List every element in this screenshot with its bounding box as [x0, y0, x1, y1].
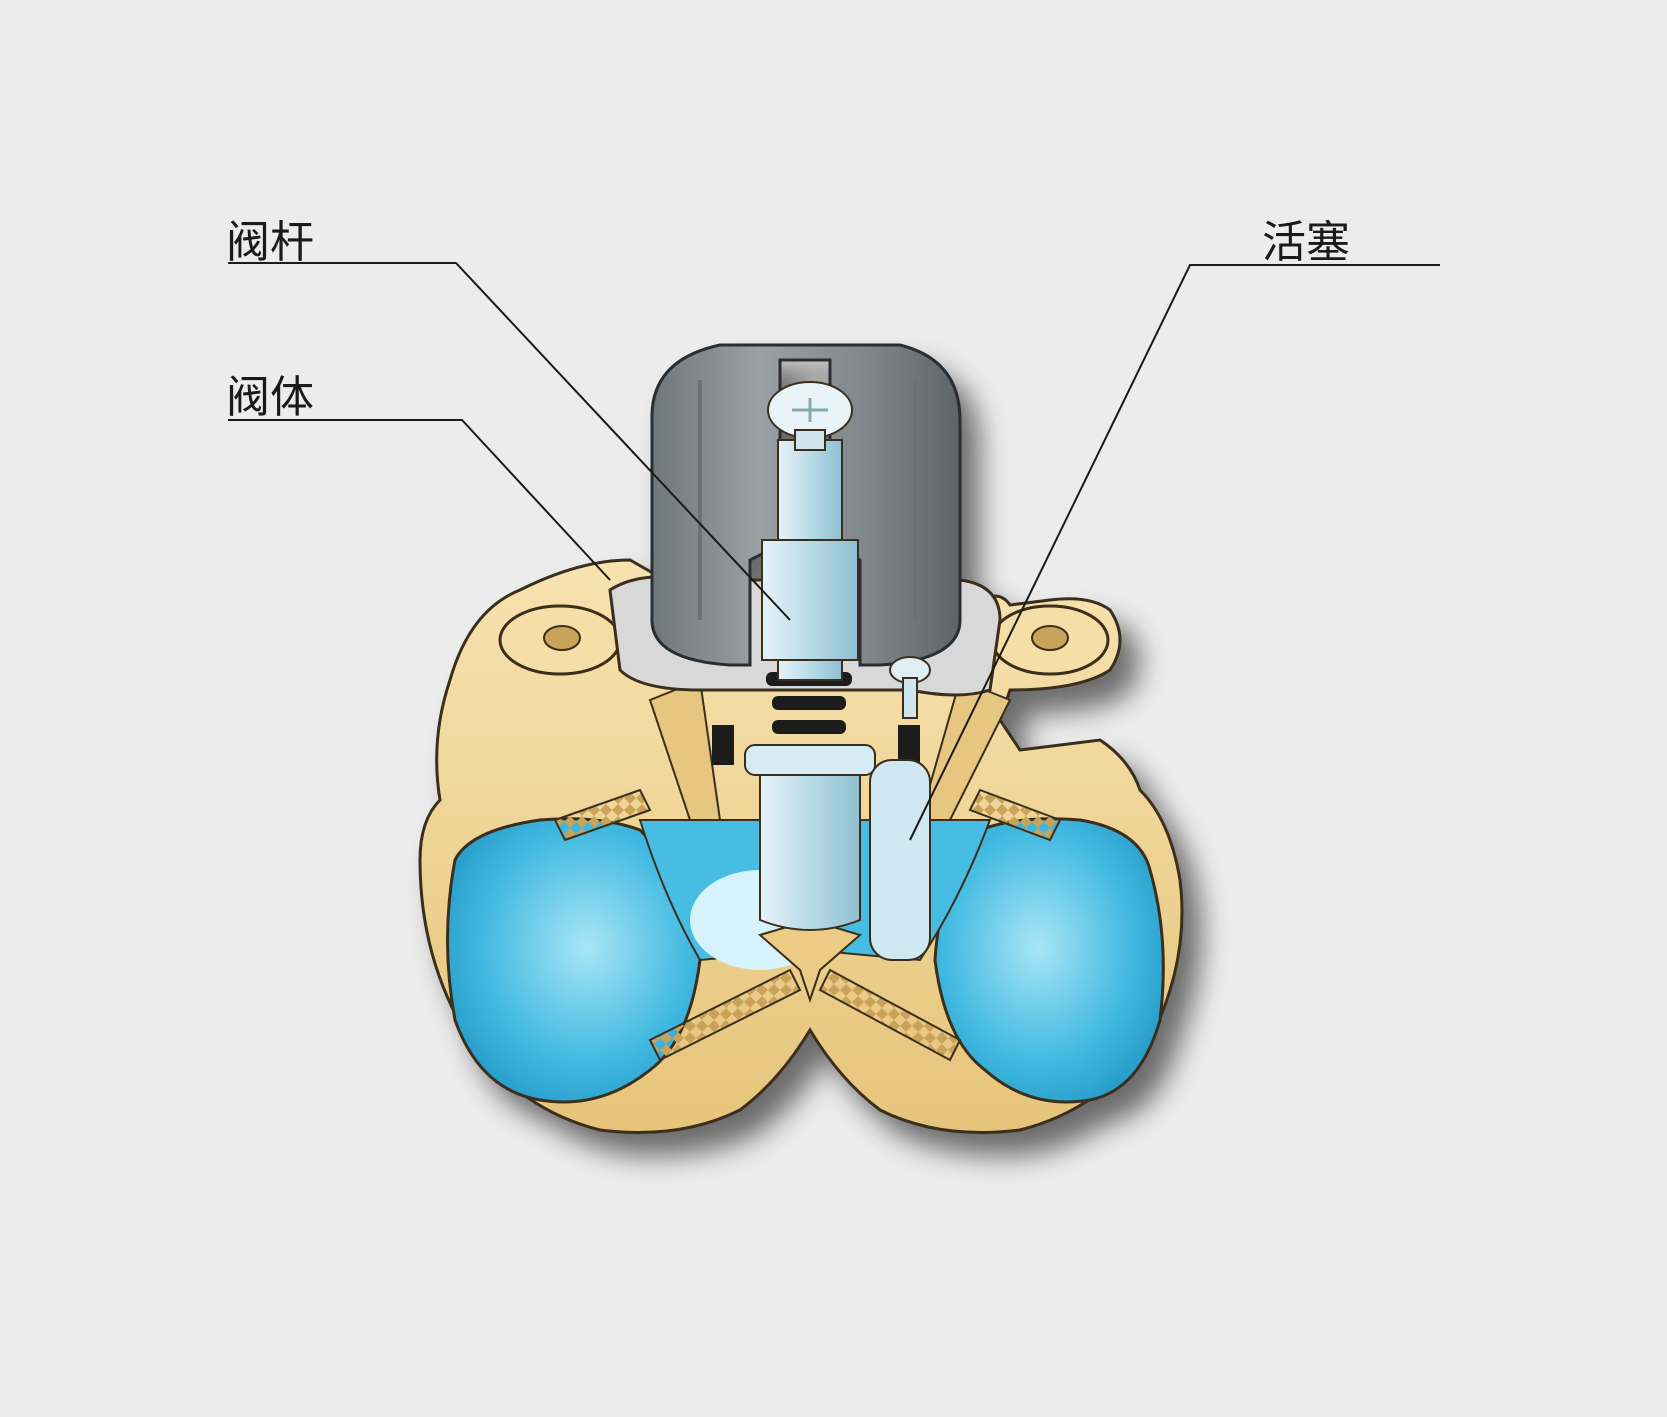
- stem-shoulder: [761, 539, 859, 661]
- valve-assembly: [418, 343, 1184, 1134]
- o-ring-2: [772, 696, 846, 710]
- side-screw-shank: [902, 677, 918, 719]
- leader-valve-stem: [228, 262, 791, 621]
- left-seal: [712, 725, 734, 765]
- right-lug-hole: [1031, 625, 1069, 651]
- stem-lower: [759, 759, 861, 931]
- leader-valve-body: [228, 419, 611, 581]
- screw-neck: [794, 429, 826, 451]
- cap: [650, 343, 962, 667]
- stem-collar: [744, 744, 876, 776]
- o-ring-3: [772, 720, 846, 734]
- left-lug-hole: [543, 625, 581, 651]
- neck-housing-right: [918, 678, 1012, 821]
- left-top-thread: [553, 788, 652, 842]
- label-valve-stem: 阀杆: [226, 217, 314, 268]
- bottom-left-thread: [648, 968, 802, 1062]
- leader-piston: [909, 264, 1440, 841]
- label-valve-body: 阀体: [226, 372, 314, 423]
- right-top-thread: [968, 788, 1062, 842]
- label-piston: 活塞: [1262, 217, 1350, 268]
- piston-body: [869, 759, 931, 961]
- right-seal: [898, 725, 920, 765]
- bottom-right-thread: [818, 968, 962, 1062]
- screw-slot-icon: [792, 398, 828, 422]
